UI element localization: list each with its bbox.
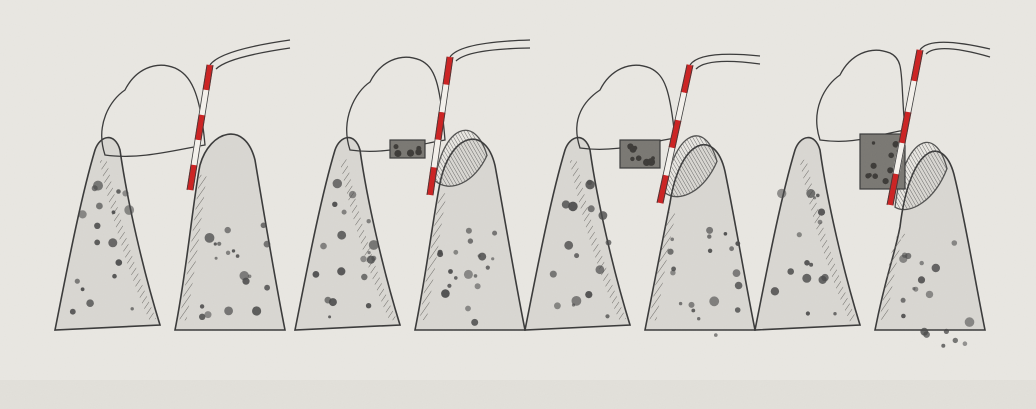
periodontal-stages-drawing [0, 0, 1036, 409]
paper-grain [0, 0, 1036, 409]
dental-illustration-canvas [0, 0, 1036, 409]
